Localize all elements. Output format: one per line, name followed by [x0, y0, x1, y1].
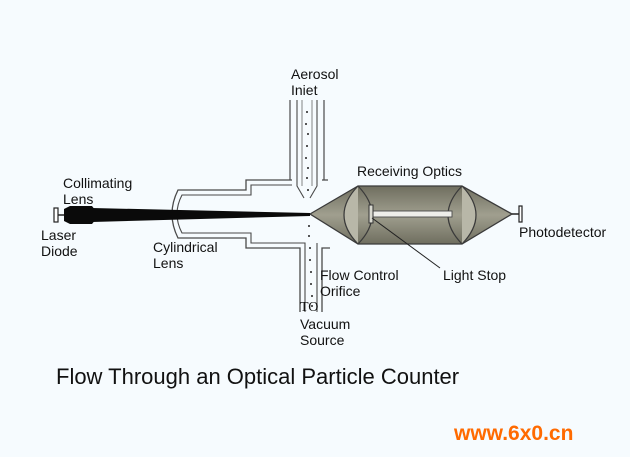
- light-stop: [368, 204, 374, 224]
- photodetector-label: Photodetector: [519, 224, 607, 240]
- receiving-lens-1: [343, 185, 359, 245]
- aerosol-inlet-nozzle: [296, 100, 318, 199]
- particle-stream: [305, 111, 313, 307]
- receiving-optics: [308, 185, 514, 245]
- receiving-optics-label: Receiving Optics: [357, 163, 463, 179]
- laser-beam: [92, 208, 310, 222]
- collimating-lens-label: Collimating Lens: [63, 175, 133, 207]
- cylindrical-lens-label: Cylindrical Lens: [153, 239, 218, 271]
- collimating-lens: [64, 206, 96, 224]
- light-stop-pointer: [371, 217, 441, 269]
- watermark: www.6x0.cn: [454, 422, 574, 445]
- aerosol-inlet-label: Aerosol Iniet: [291, 66, 339, 98]
- diagram-title: Flow Through an Optical Particle Counter: [56, 364, 460, 389]
- flow-control-orifice-label: Flow Control Orifice: [320, 267, 399, 299]
- laser-diode: [53, 207, 59, 223]
- laser-diode-label: Laser Diode: [41, 227, 78, 259]
- laser-assembly: [53, 206, 310, 224]
- aerosol-inlet-tube: [289, 100, 325, 180]
- vacuum-source-label: TO Vacuum Source: [300, 300, 351, 348]
- photodetector-device: [512, 205, 523, 223]
- light-stop-label: Light Stop: [443, 267, 507, 283]
